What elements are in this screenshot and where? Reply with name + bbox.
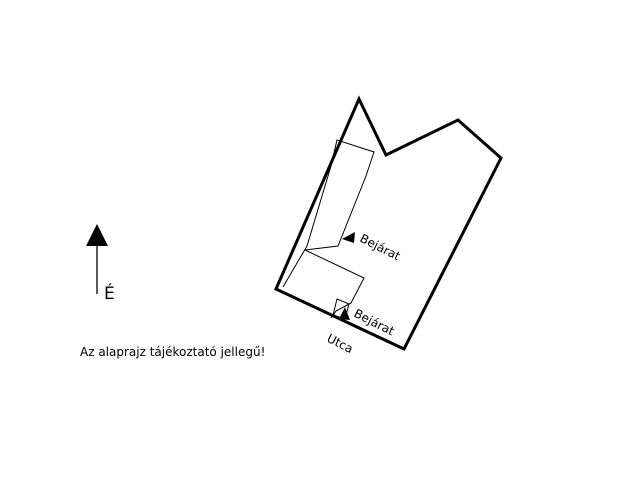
north-label: É: [104, 282, 115, 304]
entrance-label-1: Bejárat: [358, 231, 403, 263]
entrance-1-triangle: [342, 232, 355, 243]
building-upper-wing: [282, 139, 375, 288]
disclaimer-text: Az alaprajz tájékoztató jellegű!: [80, 345, 265, 359]
plot-outline: [274, 95, 503, 351]
north-arrow: É: [86, 224, 115, 304]
entrance-2-triangle: [339, 307, 350, 320]
north-arrow-head: [86, 224, 108, 246]
street-label: Utca: [325, 331, 356, 356]
entrance-marker-1: Bejárat: [342, 231, 403, 263]
building-lower-wing: [304, 249, 365, 319]
